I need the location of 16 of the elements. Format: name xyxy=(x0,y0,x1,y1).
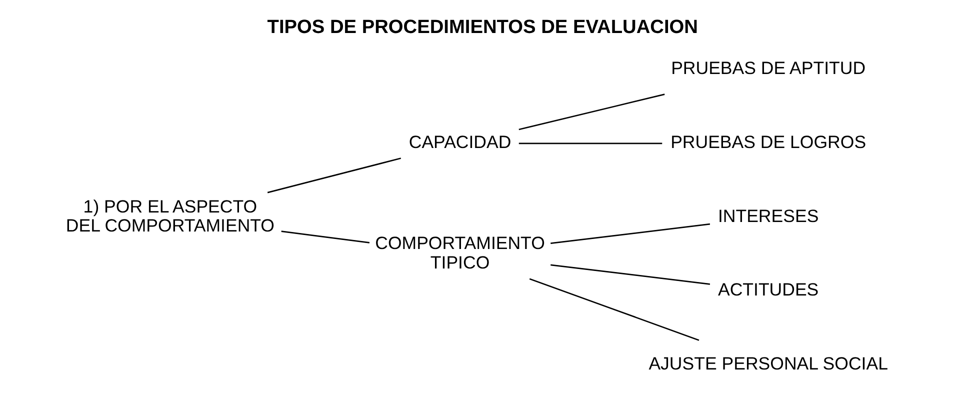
connector xyxy=(518,142,662,144)
connector xyxy=(550,264,710,285)
node-text: CAPACIDAD xyxy=(408,132,511,152)
node-text: 1) POR EL ASPECTO DEL COMPORTAMIENTO xyxy=(65,196,274,236)
connector xyxy=(266,158,401,194)
connector xyxy=(528,278,699,341)
diagram-title: TIPOS DE PROCEDIMIENTOS DE EVALUACION xyxy=(266,16,698,38)
node-text: PRUEBAS DE LOGROS xyxy=(670,132,866,152)
node-text: AJUSTE PERSONAL SOCIAL xyxy=(648,354,888,374)
connector xyxy=(518,94,664,130)
node-text: ACTITUDES xyxy=(717,280,818,300)
node-text: PRUEBAS DE APTITUD xyxy=(670,58,866,78)
node-text: COMPORTAMIENTO TIPICO xyxy=(374,233,544,272)
node-text: INTERESES xyxy=(717,206,818,226)
connector xyxy=(280,230,370,244)
connector xyxy=(550,223,710,244)
